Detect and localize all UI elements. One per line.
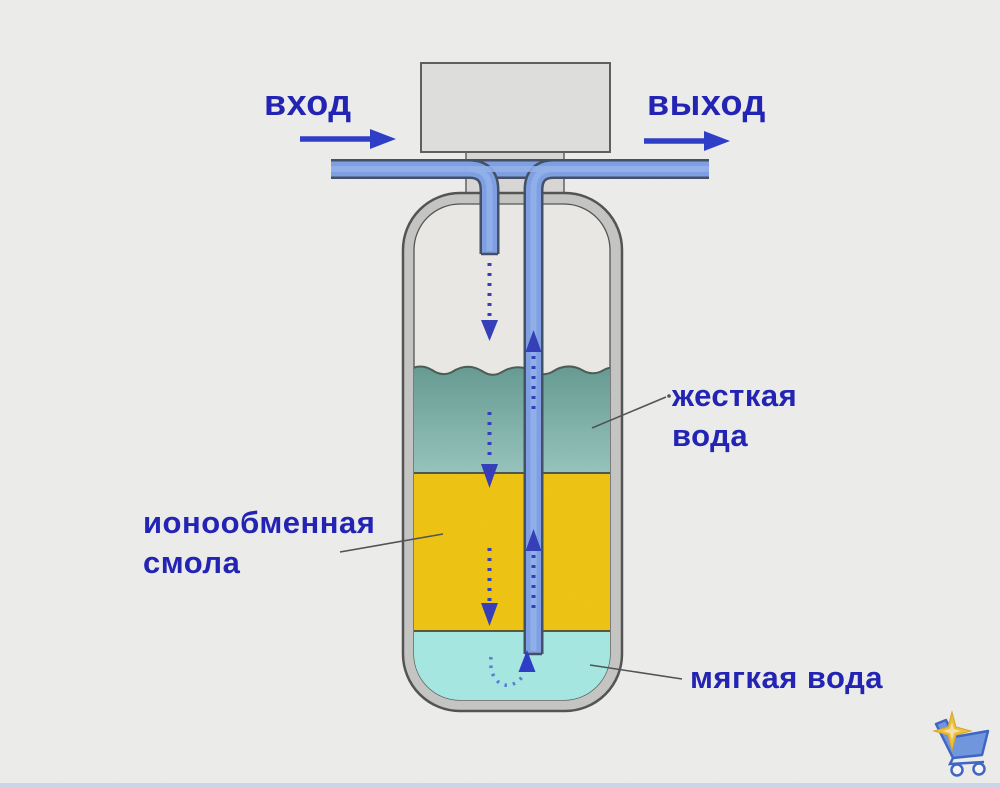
hard-water-label-line2: вода: [672, 418, 749, 453]
hard-water-label-line1: жесткая: [672, 378, 798, 413]
soft-water-label: мягкая вода: [690, 660, 883, 695]
hard-water-label: жесткая вода: [672, 376, 797, 456]
bottom-edge-strip: [0, 783, 1000, 788]
resin-label-line2: смола: [143, 545, 241, 580]
outlet-label: выход: [647, 82, 766, 123]
resin-label: ионообменная смола: [143, 503, 375, 583]
resin-label-line1: ионообменная: [143, 505, 376, 540]
inlet-label: вход: [264, 82, 352, 123]
